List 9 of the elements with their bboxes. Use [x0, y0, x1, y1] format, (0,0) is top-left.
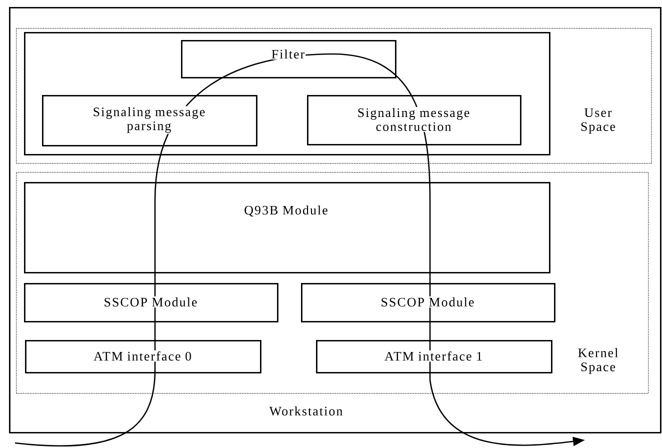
container-box — [24, 32, 550, 156]
module-box: ATM interface 0 — [25, 340, 262, 374]
module-box: Filter — [181, 40, 396, 78]
module-box: ATM interface 1 — [316, 340, 552, 374]
module-box: Signaling message construction — [307, 95, 522, 146]
module-box: SSCOP Module — [24, 283, 278, 322]
module-box: Signaling message parsing — [42, 95, 258, 146]
module-box: Q93B Module — [24, 182, 550, 274]
module-box: SSCOP Module — [301, 283, 556, 322]
